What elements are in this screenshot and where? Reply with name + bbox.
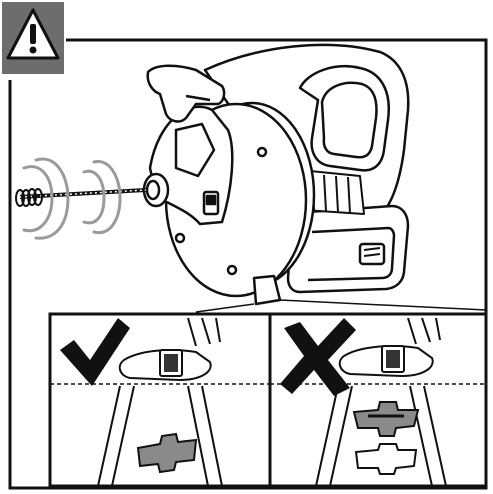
outer-frame [8,38,488,490]
cross-icon [280,318,356,396]
detail-panel-incorrect [268,312,488,488]
callout-lines [195,299,487,313]
checkmark-icon [60,318,130,386]
warning-badge [2,2,64,74]
rotation-motion-icon [22,157,122,240]
trigger-grip [146,64,226,123]
drain-cable [15,157,147,240]
switch-correct-position [136,432,198,474]
warning-triangle-icon [6,8,60,60]
support-foot [252,274,282,306]
direction-switch [202,190,220,216]
cable-spring-tip [15,188,43,207]
cable-outlet [142,172,170,208]
battery-pack [286,204,410,294]
switch-incorrect-position [352,401,420,475]
drain-cleaner-machine [142,43,410,306]
detail-panel-correct [48,312,272,488]
